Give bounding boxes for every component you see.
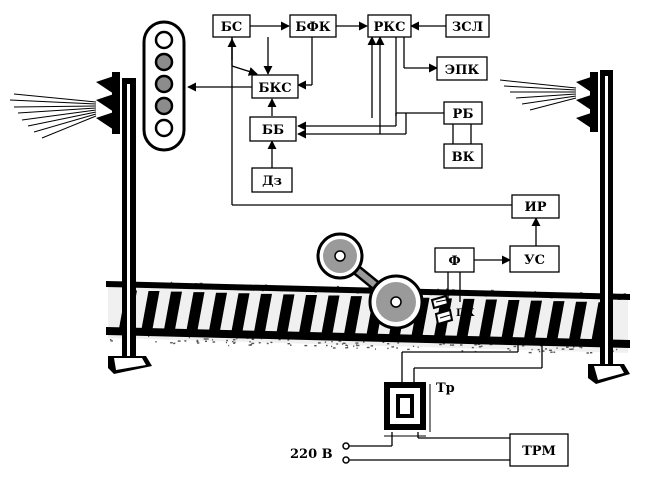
block-ir-label: ИР [524,200,546,215]
block-zsl-label: ЗСЛ [452,20,483,35]
block-bfk-label: БФК [295,20,330,35]
signal-lamp-3 [154,74,174,94]
block-epk: ЭПК [436,56,488,81]
block-bks: БКС [251,74,299,99]
sleeper [254,293,272,332]
voltage-label: 220 В [290,447,333,462]
transformer: Тр [384,381,455,437]
sleeper [276,294,295,333]
transformer-label: Тр [436,381,455,396]
sleeper [501,300,520,339]
signal-lamp-5 [154,118,174,138]
block-bs-label: БС [221,20,242,35]
block-rb-label: РБ [453,107,474,122]
block-vk-label: ВК [452,150,475,165]
block-trm-label: ТРМ [522,444,556,459]
block-dz: Дз [251,167,293,193]
signal-lamp-1 [154,30,174,50]
block-f-label: Ф [448,254,460,269]
left-signal-mast [9,72,152,374]
sleeper [164,291,182,330]
right-signal-mast [499,70,630,384]
block-bks-label: БКС [258,81,291,96]
block-zsl: ЗСЛ [445,14,490,38]
block-bb-label: ББ [262,123,284,138]
block-us-label: УС [524,253,545,268]
block-rks: РКС [367,14,412,38]
sleeper [321,295,340,334]
signal-lamp-4 [154,96,174,116]
rail-near [106,327,630,348]
block-f: Ф [434,247,475,273]
block-bb: ББ [249,116,297,142]
sleeper [479,299,497,338]
sleeper [299,294,317,333]
sleeper [411,297,430,336]
signal-lamp-2 [154,52,174,72]
block-bfk: БФК [289,14,337,38]
block-ir: ИР [511,194,560,219]
sleeper [231,293,250,332]
block-rks-label: РКС [374,20,406,35]
block-epk-label: ЭПК [445,63,480,78]
railway-track [106,281,630,356]
sleeper [546,301,565,340]
connections [187,21,543,461]
rail-far [106,281,630,300]
sleeper [456,298,475,337]
block-bs: БС [212,14,251,38]
block-trm: ТРМ [509,433,569,467]
sleeper [569,301,587,340]
sleeper [186,292,205,331]
sleeper [344,296,362,335]
pk-sensor: ПК [430,294,475,326]
sleeper [141,291,160,330]
power-input: 220 В [290,442,350,464]
block-dz-label: Дз [262,174,282,189]
locomotive-signal [142,20,186,152]
sleeper [524,300,542,339]
wheelset [316,232,424,330]
pk-label: ПК [456,308,475,319]
sleeper [209,292,227,331]
block-vk: ВК [443,143,483,169]
block-rb: РБ [443,101,483,125]
block-us: УС [509,245,560,273]
